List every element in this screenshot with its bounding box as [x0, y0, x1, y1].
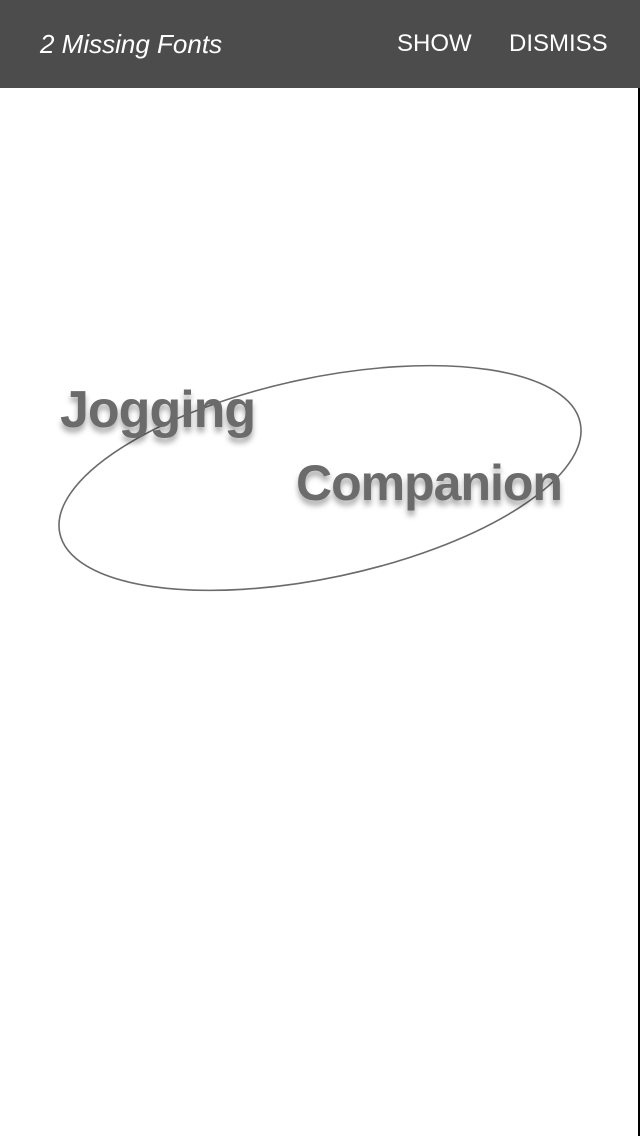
missing-fonts-bar: 2 Missing Fonts SHOW DISMISS	[0, 0, 640, 88]
dismiss-button[interactable]: DISMISS	[509, 27, 608, 61]
missing-fonts-message: 2 Missing Fonts	[40, 29, 223, 59]
design-canvas[interactable]: Jogging Companion	[0, 88, 638, 1136]
logo-ellipse	[58, 364, 582, 592]
logo-text-companion: Companion	[296, 455, 563, 511]
logo-text-jogging: Jogging	[60, 381, 256, 439]
show-button[interactable]: SHOW	[397, 27, 472, 61]
canvas-edge-divider	[638, 88, 640, 1136]
